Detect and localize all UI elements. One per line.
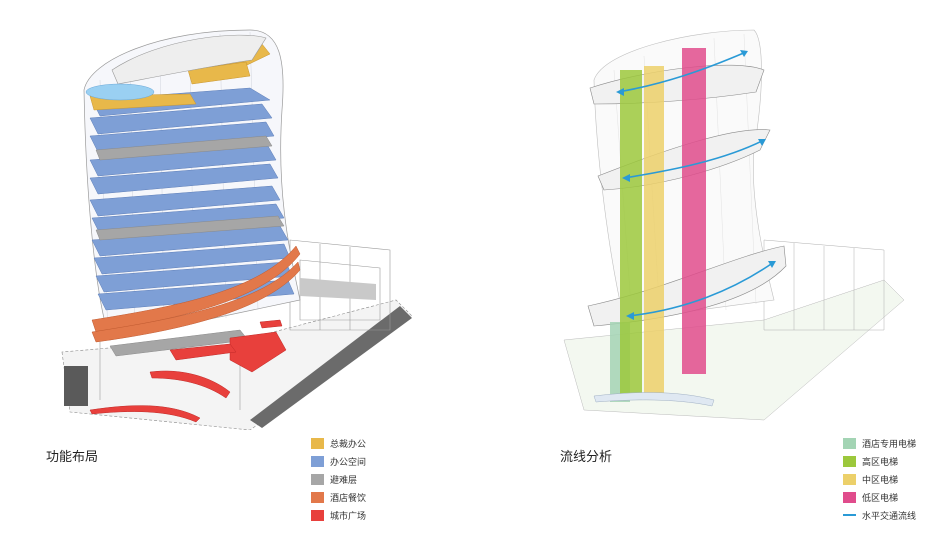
legend-swatch [843, 491, 856, 503]
legend-item: 低区电梯 [843, 488, 916, 506]
legend-label: 酒店餐饮 [330, 493, 367, 504]
legend-item: 高区电梯 [843, 452, 916, 470]
legend-swatch [843, 473, 856, 485]
low-zone-elevator-shaft [682, 48, 706, 374]
legend-label: 低区电梯 [862, 493, 899, 504]
legend-swatch [311, 491, 324, 503]
city-plaza [89, 319, 287, 423]
legend-label: 办公空间 [330, 457, 367, 468]
horizontal-circulation [617, 51, 775, 317]
roof-top [111, 34, 267, 85]
legend-label: 水平交通流线 [862, 511, 917, 522]
legend-swatch [843, 455, 856, 467]
circulation-arrowheads [616, 50, 776, 320]
plaza-ground [593, 392, 715, 407]
legend-item: 中区电梯 [843, 470, 916, 488]
legend-swatch [311, 455, 324, 467]
legend-swatch [311, 509, 324, 521]
circulation-title: 流线分析 [560, 450, 613, 465]
road-edge [250, 306, 412, 428]
legend-item: 酒店餐饮 [311, 488, 366, 506]
legend-item: 水平交通流线 [843, 506, 916, 524]
legend-item: 避难层 [311, 470, 366, 488]
adjacent-block [64, 366, 88, 406]
legend-swatch [843, 437, 856, 449]
function-layout-legend: 总裁办公 办公空间 避难层 酒店餐饮 城市广场 [311, 434, 366, 524]
legend-label: 总裁办公 [330, 439, 367, 450]
roof-pool [85, 83, 155, 101]
legend-label: 避难层 [330, 475, 358, 486]
legend-line-swatch [843, 514, 856, 516]
legend-label: 中区电梯 [862, 475, 899, 486]
legend-label: 酒店专用电梯 [862, 439, 917, 450]
legend-swatch [311, 473, 324, 485]
circulation-legend: 酒店专用电梯 高区电梯 中区电梯 低区电梯 水平交通流线 [843, 434, 916, 524]
legend-item: 总裁办公 [311, 434, 366, 452]
mid-zone-elevator-shaft [644, 66, 664, 400]
legend-item: 城市广场 [311, 506, 366, 524]
high-zone-elevator-shaft [620, 70, 642, 400]
legend-item: 酒店专用电梯 [843, 434, 916, 452]
function-layout-diagram [61, 29, 413, 430]
circulation-diagram [563, 29, 905, 421]
legend-swatch [311, 437, 324, 449]
legend-label: 城市广场 [330, 511, 367, 522]
hotel-dining-floors [91, 245, 301, 343]
podium-roof [300, 278, 376, 300]
function-layout-title: 功能布局 [46, 450, 99, 465]
legend-item: 办公空间 [311, 452, 366, 470]
legend-label: 高区电梯 [862, 457, 899, 468]
